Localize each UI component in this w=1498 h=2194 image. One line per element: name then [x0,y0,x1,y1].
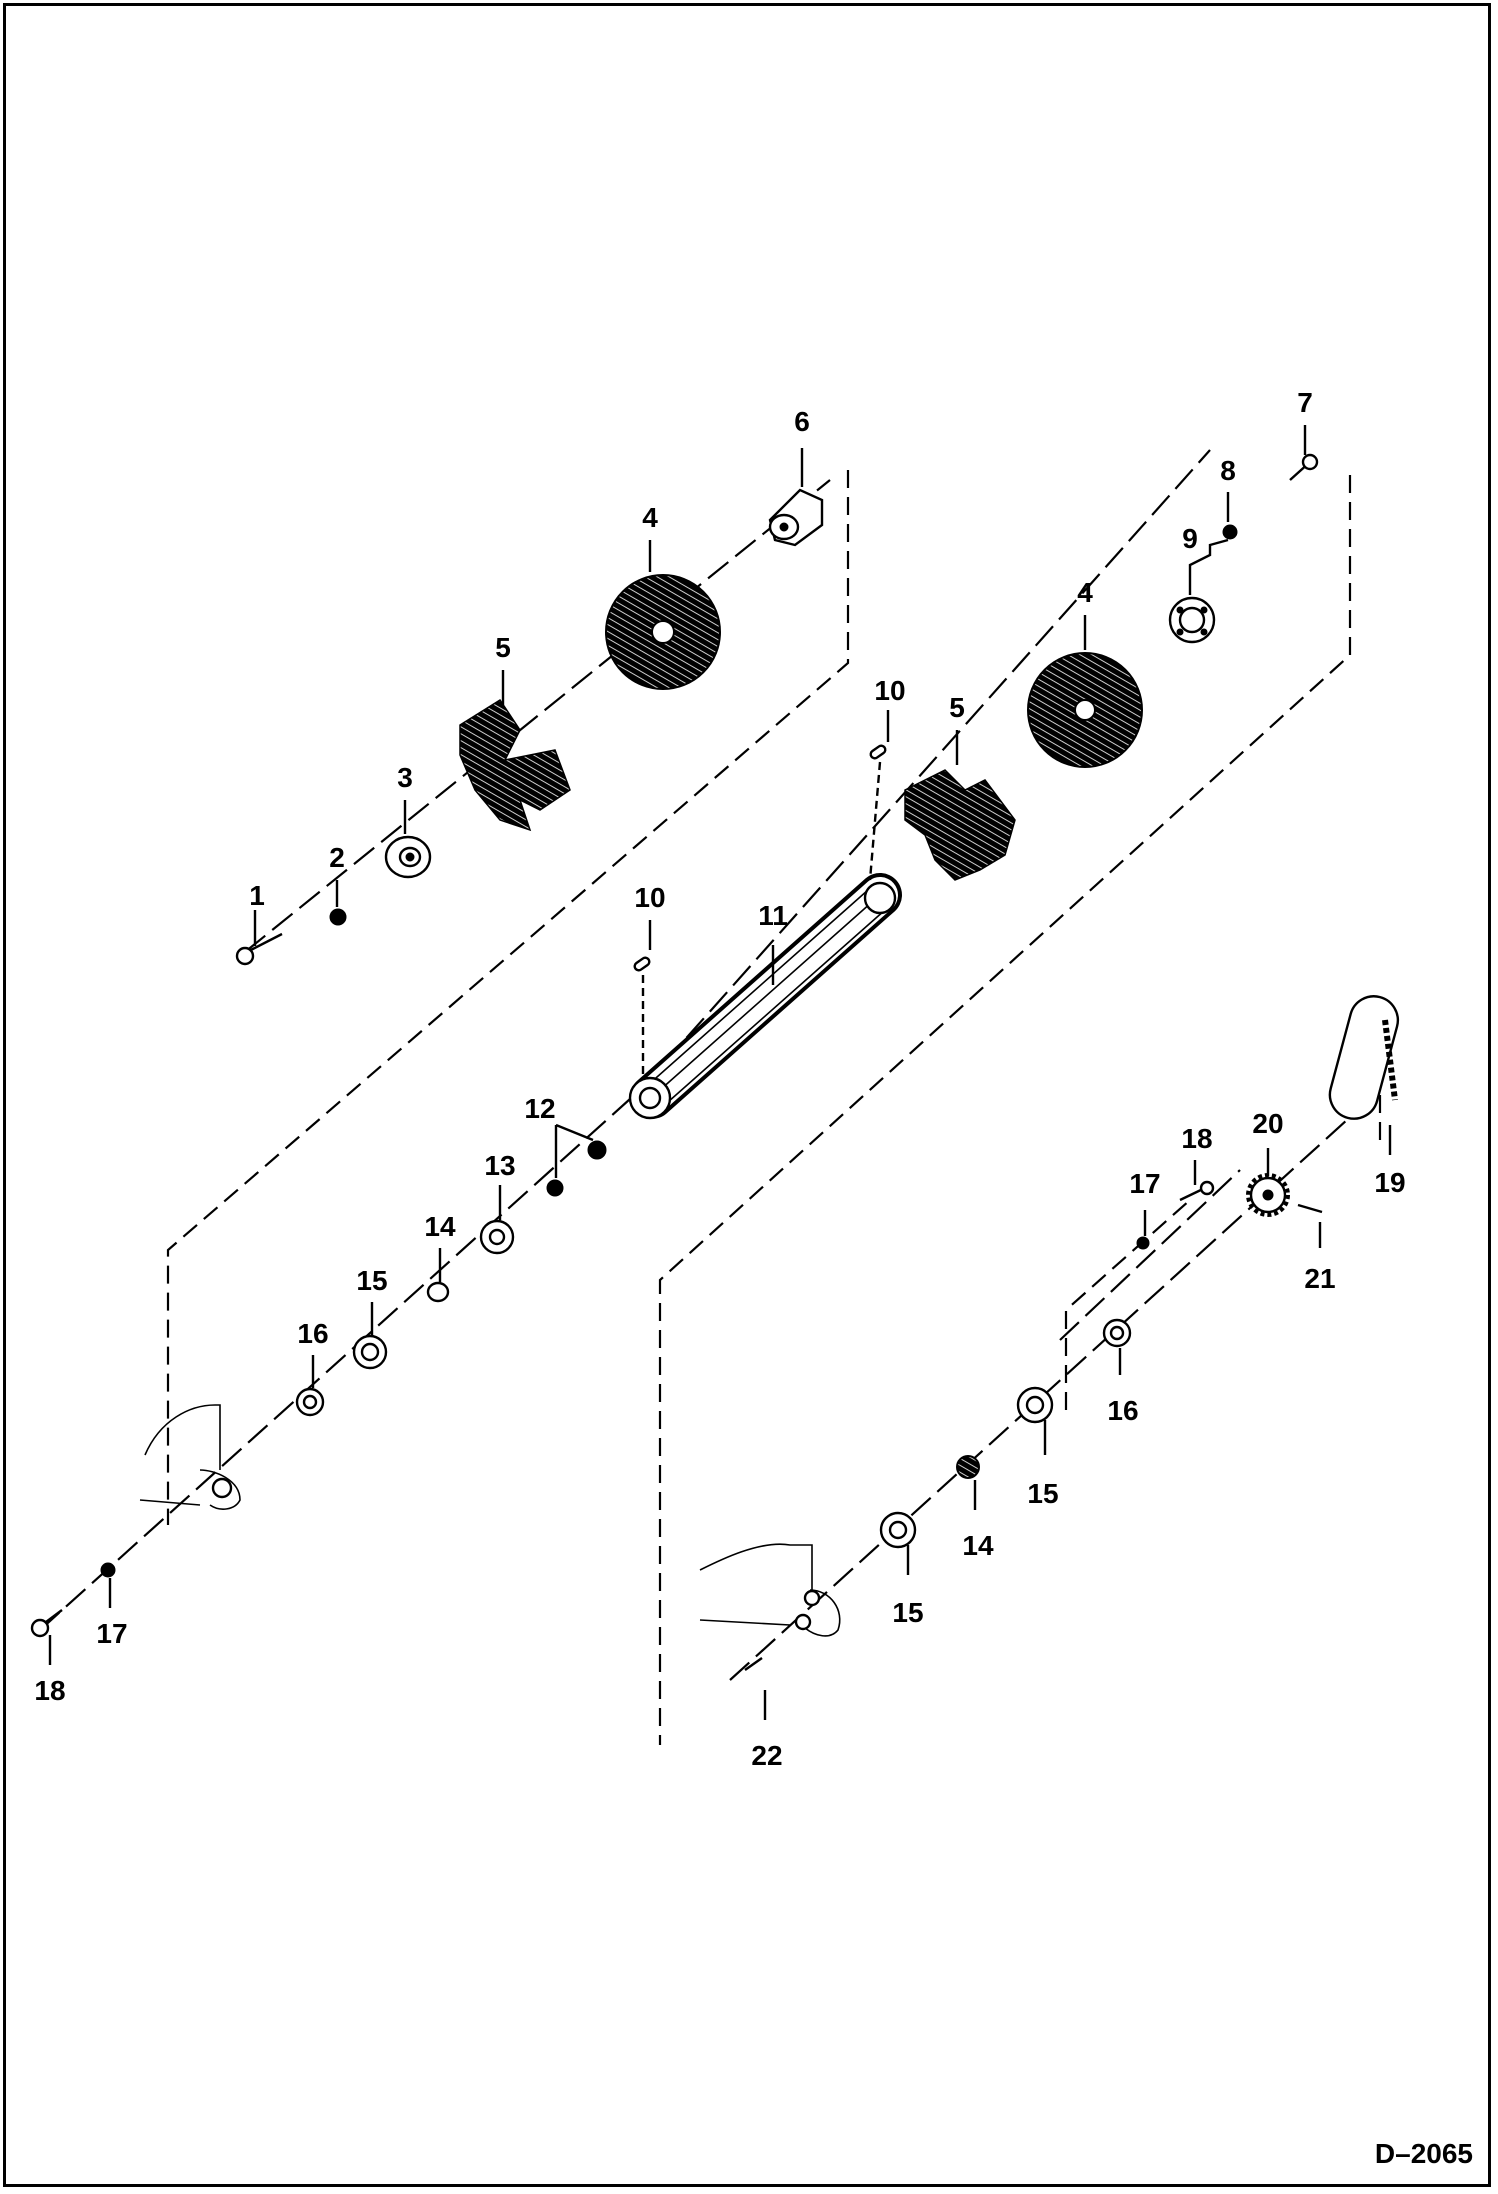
core-shaft-11 [628,873,902,1120]
callout-6: 6 [794,406,810,437]
callout-17-left: 17 [96,1618,127,1649]
bolt-7 [1289,453,1319,481]
sprocket-20 [1246,1173,1290,1217]
bolt-1 [235,932,283,966]
flange-13 [479,1219,515,1255]
callout-4-left: 4 [642,502,658,533]
bolt-18-right [1179,1180,1215,1202]
callout-20: 20 [1252,1108,1283,1139]
callout-19: 19 [1374,1167,1405,1198]
washer-8 [1222,524,1238,540]
mount-bracket-right [699,1543,841,1637]
bearing-flange-15-right-lower [879,1511,917,1549]
callout-13: 13 [484,1150,515,1181]
assembly-axes [39,449,1381,1681]
key-10-upper [869,744,887,760]
callout-10-lower: 10 [634,882,665,913]
bearing-flange-15-right-upper [1016,1386,1054,1424]
callout-11: 11 [758,900,788,931]
spacer-12a [587,1140,607,1160]
callouts: 1 2 3 5 4 6 7 8 9 4 10 5 11 10 12 13 14 … [34,387,1405,1771]
washer-17-right [1136,1236,1150,1250]
callout-22: 22 [751,1740,782,1771]
callout-7: 7 [1297,387,1313,418]
key-10-lower [633,956,651,972]
brush-section-5-right [904,769,1016,881]
hub-6 [768,488,824,547]
callout-10-upper: 10 [874,675,905,706]
leader-lines [48,425,1392,1720]
flange-3 [384,835,432,879]
callout-3: 3 [397,762,413,793]
callout-8: 8 [1220,455,1236,486]
collar-16-left [295,1387,325,1417]
collar-16-right [1102,1318,1132,1348]
callout-16-right: 16 [1107,1395,1138,1426]
callout-14-left: 14 [424,1211,456,1242]
callout-5-right: 5 [949,692,965,723]
drive-belt-19 [1328,995,1400,1120]
bushing-14-right [956,1455,980,1479]
brush-section-5-left [459,698,571,832]
reference-outlines [166,470,1382,1745]
callout-9: 9 [1182,523,1198,554]
pin-22 [744,1657,763,1671]
callout-17-right: 17 [1129,1168,1160,1199]
brush-wafer-4-right [1027,652,1143,768]
callout-18-right: 18 [1181,1123,1212,1154]
washer-17-left [100,1562,116,1578]
callout-1: 1 [249,880,265,911]
callout-21: 21 [1304,1263,1335,1294]
callout-4-right: 4 [1077,577,1093,608]
spacer-12b [546,1179,564,1197]
brush-wafer-4-left [605,574,721,690]
set-screw-21 [1297,1203,1323,1214]
bolt-18-left [30,1609,63,1638]
callout-12: 12 [524,1093,555,1124]
callout-5-left: 5 [495,632,511,663]
drawing-frame [3,3,1491,2187]
bushing-14-left [426,1281,450,1303]
callout-15-right-upper: 15 [1027,1478,1058,1509]
callout-2: 2 [329,842,345,873]
drawing-code: D–2065 [1375,2138,1473,2169]
callout-15-right-lower: 15 [892,1597,923,1628]
callout-16-left: 16 [297,1318,328,1349]
callout-14-right: 14 [962,1530,994,1561]
callout-18-left: 18 [34,1675,65,1706]
washer-2 [329,908,347,926]
mount-bracket-left [139,1404,241,1510]
bearing-9 [1168,596,1216,644]
callout-15-left: 15 [356,1265,387,1296]
bearing-flange-15-left [352,1334,388,1370]
